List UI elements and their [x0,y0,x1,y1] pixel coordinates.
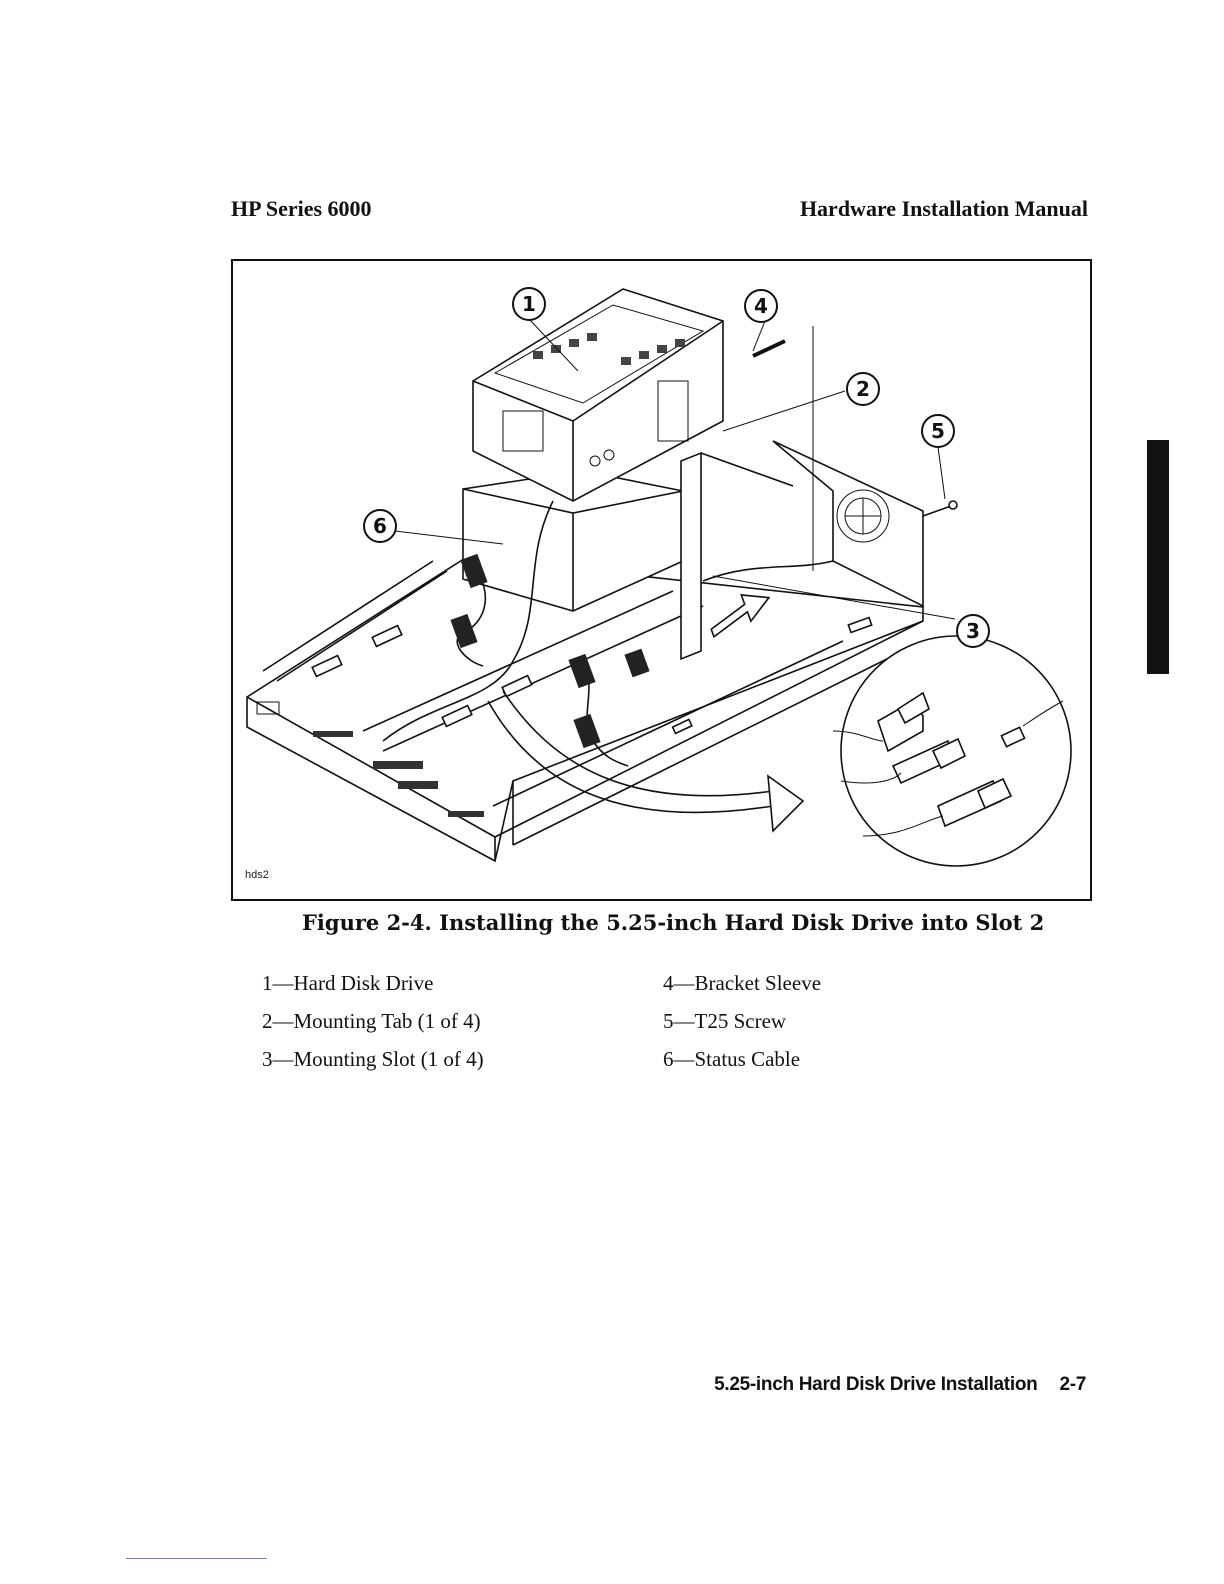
svg-text:6: 6 [373,514,387,538]
connector-detail-circle [833,636,1071,866]
callout-3: 3 [957,615,989,647]
figure-id-label: hds2 [245,869,269,881]
rear-panel-with-fan [773,441,923,606]
hard-disk-installation-illustration: 1 4 2 5 6 3 [233,261,1090,899]
page-footer: 5.25-inch Hard Disk Drive Installation 2-… [714,1374,1086,1396]
t25-screw [923,501,957,516]
legend-item: 3—Mounting Slot (1 of 4) [262,1040,484,1078]
legend-item: 6—Status Cable [663,1040,821,1078]
legend-item: 4—Bracket Sleeve [663,964,821,1002]
legend-right-column: 4—Bracket Sleeve 5—T25 Screw 6—Status Ca… [663,964,821,1078]
svg-text:5: 5 [931,419,945,443]
bottom-rule [126,1558,267,1559]
callout-5: 5 [922,415,954,447]
callout-1: 1 [513,288,545,320]
callout-6: 6 [364,510,396,542]
callout-2: 2 [847,373,879,405]
page-number: 2-7 [1059,1374,1086,1395]
legend-left-column: 1—Hard Disk Drive 2—Mounting Tab (1 of 4… [262,964,484,1078]
svg-text:2: 2 [856,377,870,401]
header-product-title: HP Series 6000 [231,196,372,222]
legend-item: 5—T25 Screw [663,1002,821,1040]
header-manual-title: Hardware Installation Manual [800,196,1088,222]
svg-text:1: 1 [522,292,536,316]
legend-item: 2—Mounting Tab (1 of 4) [262,1002,484,1040]
footer-section-title: 5.25-inch Hard Disk Drive Installation [714,1374,1037,1395]
svg-text:3: 3 [966,619,980,643]
legend-item: 1—Hard Disk Drive [262,964,484,1002]
bracket-sleeve [753,341,785,356]
chapter-thumb-tab [1147,440,1169,674]
figure-frame: 1 4 2 5 6 3 hds2 [231,259,1092,901]
callout-4: 4 [745,290,777,322]
figure-caption: Figure 2-4. Installing the 5.25-inch Har… [302,910,1044,935]
svg-text:4: 4 [754,294,768,318]
